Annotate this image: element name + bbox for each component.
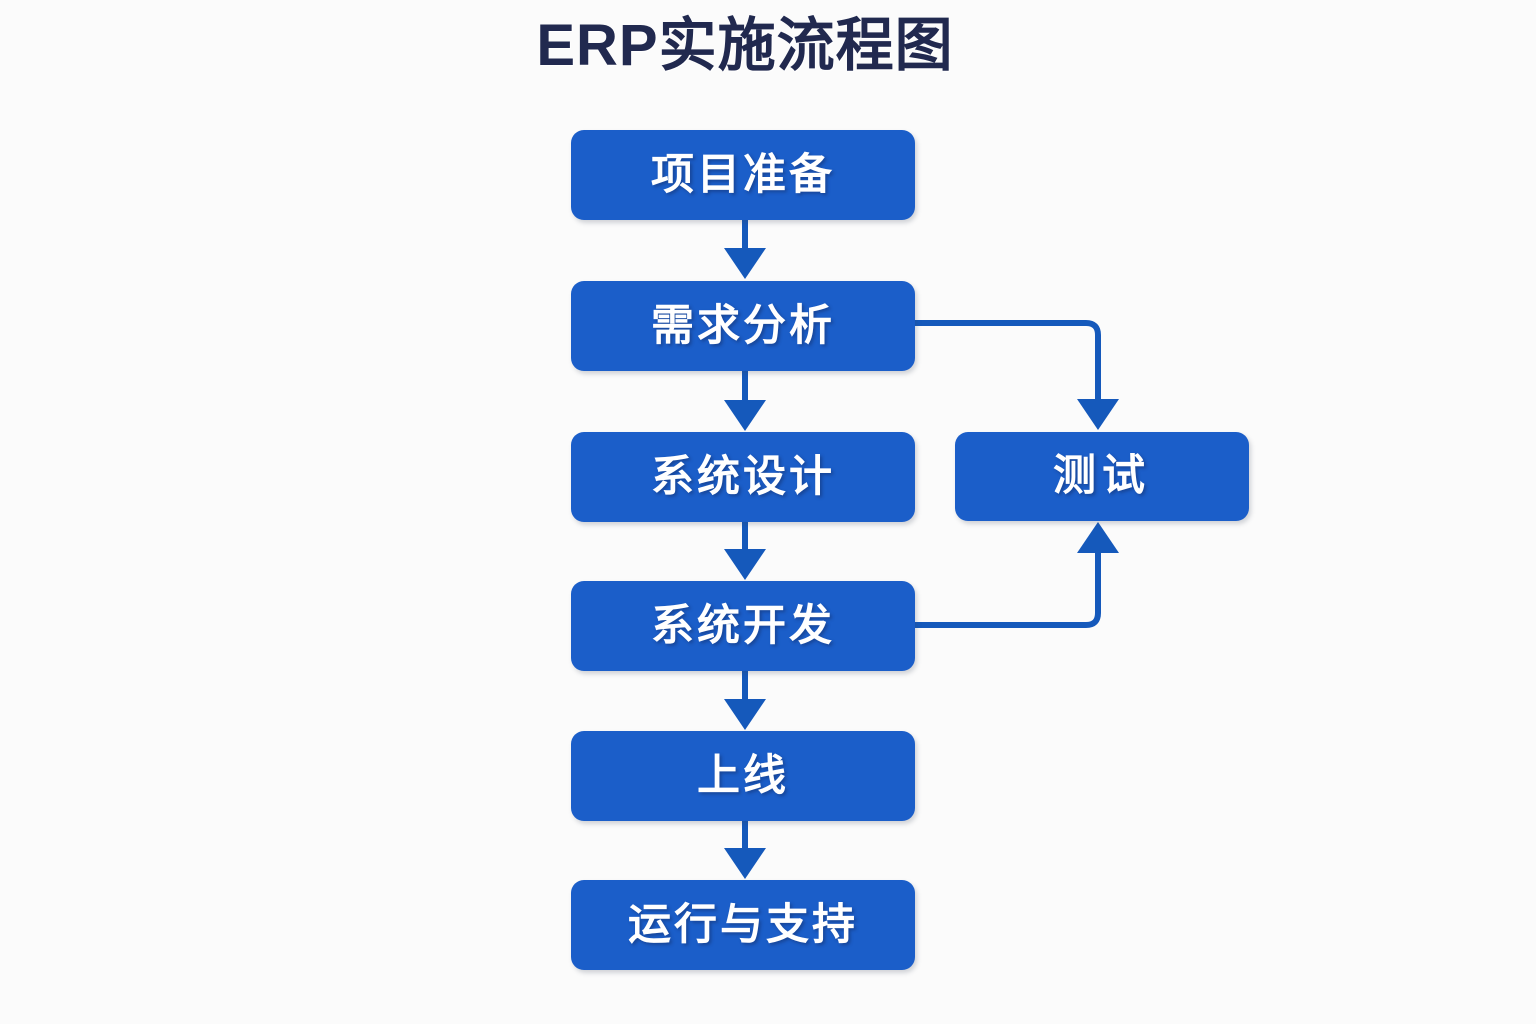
connector-design-to-develop (724, 522, 766, 580)
node-label: 系统开发 (651, 601, 835, 650)
node-label: 需求分析 (651, 301, 835, 350)
page-title: ERP实施流程图 (536, 13, 954, 78)
connector-prep-to-req (724, 220, 766, 279)
node-project-preparation[interactable]: 项目准备 (571, 130, 915, 220)
node-label: 系统设计 (651, 452, 835, 501)
node-go-live[interactable]: 上线 (571, 731, 915, 821)
node-label: 项目准备 (651, 150, 835, 199)
node-label: 运行与支持 (628, 900, 858, 949)
node-label: 上线 (697, 751, 789, 800)
node-system-development[interactable]: 系统开发 (571, 581, 915, 671)
connector-develop-to-golive (724, 671, 766, 730)
connector-req-to-test (915, 320, 1119, 430)
node-operation-and-support[interactable]: 运行与支持 (571, 880, 915, 970)
node-testing[interactable]: 测试 (955, 432, 1249, 521)
node-label: 测试 (1053, 452, 1151, 500)
connector-golive-to-support (724, 821, 766, 879)
connector-req-to-design (724, 371, 766, 431)
connector-develop-to-test (915, 522, 1119, 628)
node-requirements-analysis[interactable]: 需求分析 (571, 281, 915, 371)
node-system-design[interactable]: 系统设计 (571, 432, 915, 522)
